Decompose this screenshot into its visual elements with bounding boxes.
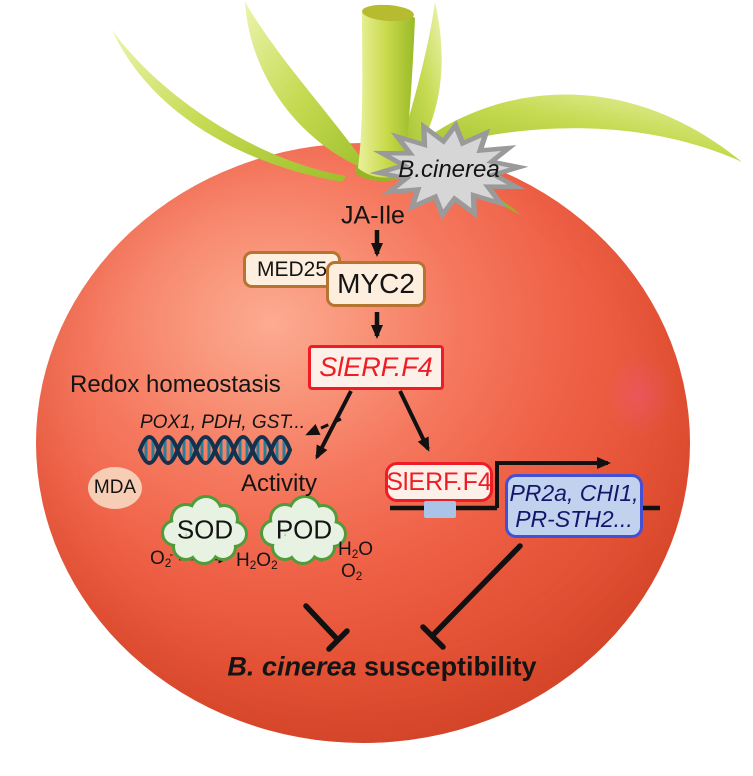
- superoxide-subscript: 2: [164, 556, 172, 570]
- oxygen-sub: 2: [355, 569, 363, 583]
- dna-strand-b: [138, 435, 292, 465]
- tomato-blush-highlight: [592, 335, 688, 455]
- water-h-sub: 2: [351, 547, 359, 561]
- redox-target-genes-label: POX1, PDH, GST...: [140, 412, 306, 433]
- oxygen-label: O2: [341, 561, 362, 583]
- tbar-redox-suppression-cap: [326, 628, 350, 652]
- pr-genes-box: PR2a, CHI1, PR-STH2...: [505, 474, 643, 538]
- water-o: O: [358, 539, 374, 560]
- outcome-suffix: susceptibility: [356, 651, 537, 682]
- tbar-pr-suppression-line: [429, 543, 523, 639]
- h2o2-o-sub: 2: [271, 558, 278, 572]
- sepal-leaf-right: [408, 94, 742, 162]
- water-label: H2O: [338, 539, 373, 561]
- pr-genes-line2: PR-STH2...: [515, 506, 633, 532]
- oxygen-symbol: O: [341, 561, 356, 582]
- mda-label: MDA: [93, 477, 137, 498]
- dashed-arrow-to-redox-genes: [305, 417, 342, 436]
- starburst-shape: [369, 120, 529, 220]
- pod-cloud-icon: [260, 495, 347, 565]
- tbar-redox-suppression-line: [303, 603, 341, 643]
- h2o2-label: H2O2: [236, 550, 278, 572]
- slerf-f4-protein-box: SlERF.F4: [385, 462, 493, 502]
- slerf-f4-protein-label: SlERF.F4: [386, 467, 492, 496]
- superoxide-superscript: -: [169, 548, 174, 562]
- pr-genes-line1: PR2a, CHI1,: [509, 479, 639, 506]
- superoxide-symbol: O: [150, 548, 165, 569]
- sod-label: SOD: [176, 514, 234, 545]
- activity-label: Activity: [240, 470, 318, 497]
- pathogen-starburst-icon: [369, 120, 529, 220]
- mda-badge: MDA: [88, 467, 142, 509]
- h2o2-h-sub: 2: [249, 558, 257, 572]
- redox-heading: Redox homeostasis: [70, 371, 281, 398]
- slerf-f4-gene-label: SlERF.F4: [319, 352, 433, 382]
- slerf-f4-gene-box: SlERF.F4: [308, 345, 444, 390]
- arrow-slerf-to-activity: [315, 390, 353, 460]
- sod-cloud-icon: [161, 495, 248, 565]
- stem-top-cap: [362, 4, 414, 22]
- h2o2-o: O: [256, 550, 272, 571]
- myc2-box: MYC2: [326, 261, 426, 307]
- pathogen-label: B.cinerea: [398, 156, 500, 183]
- stem: [358, 8, 415, 178]
- arrow-slerf-to-protein: [398, 390, 430, 452]
- tbar-pr-suppression-cap: [420, 624, 446, 650]
- hormone-label: JA-Ile: [341, 201, 405, 230]
- water-h: H: [338, 539, 352, 560]
- pod-label: POD: [275, 514, 333, 545]
- med25-label: MED25: [256, 257, 328, 281]
- sepal-leaf-upper-right: [398, 2, 442, 164]
- outcome-label: B. cinerea susceptibility: [227, 652, 536, 683]
- h2o2-h: H: [236, 550, 250, 571]
- superoxide-label: O2-: [150, 548, 173, 570]
- myc2-label: MYC2: [337, 268, 415, 299]
- cis-element-box: [424, 501, 456, 518]
- outcome-pathogen-name: B. cinerea: [227, 651, 357, 682]
- dna-helix-icon: [138, 435, 292, 465]
- transcription-start-arrow: [495, 457, 611, 508]
- dna-rungs: [144, 440, 286, 460]
